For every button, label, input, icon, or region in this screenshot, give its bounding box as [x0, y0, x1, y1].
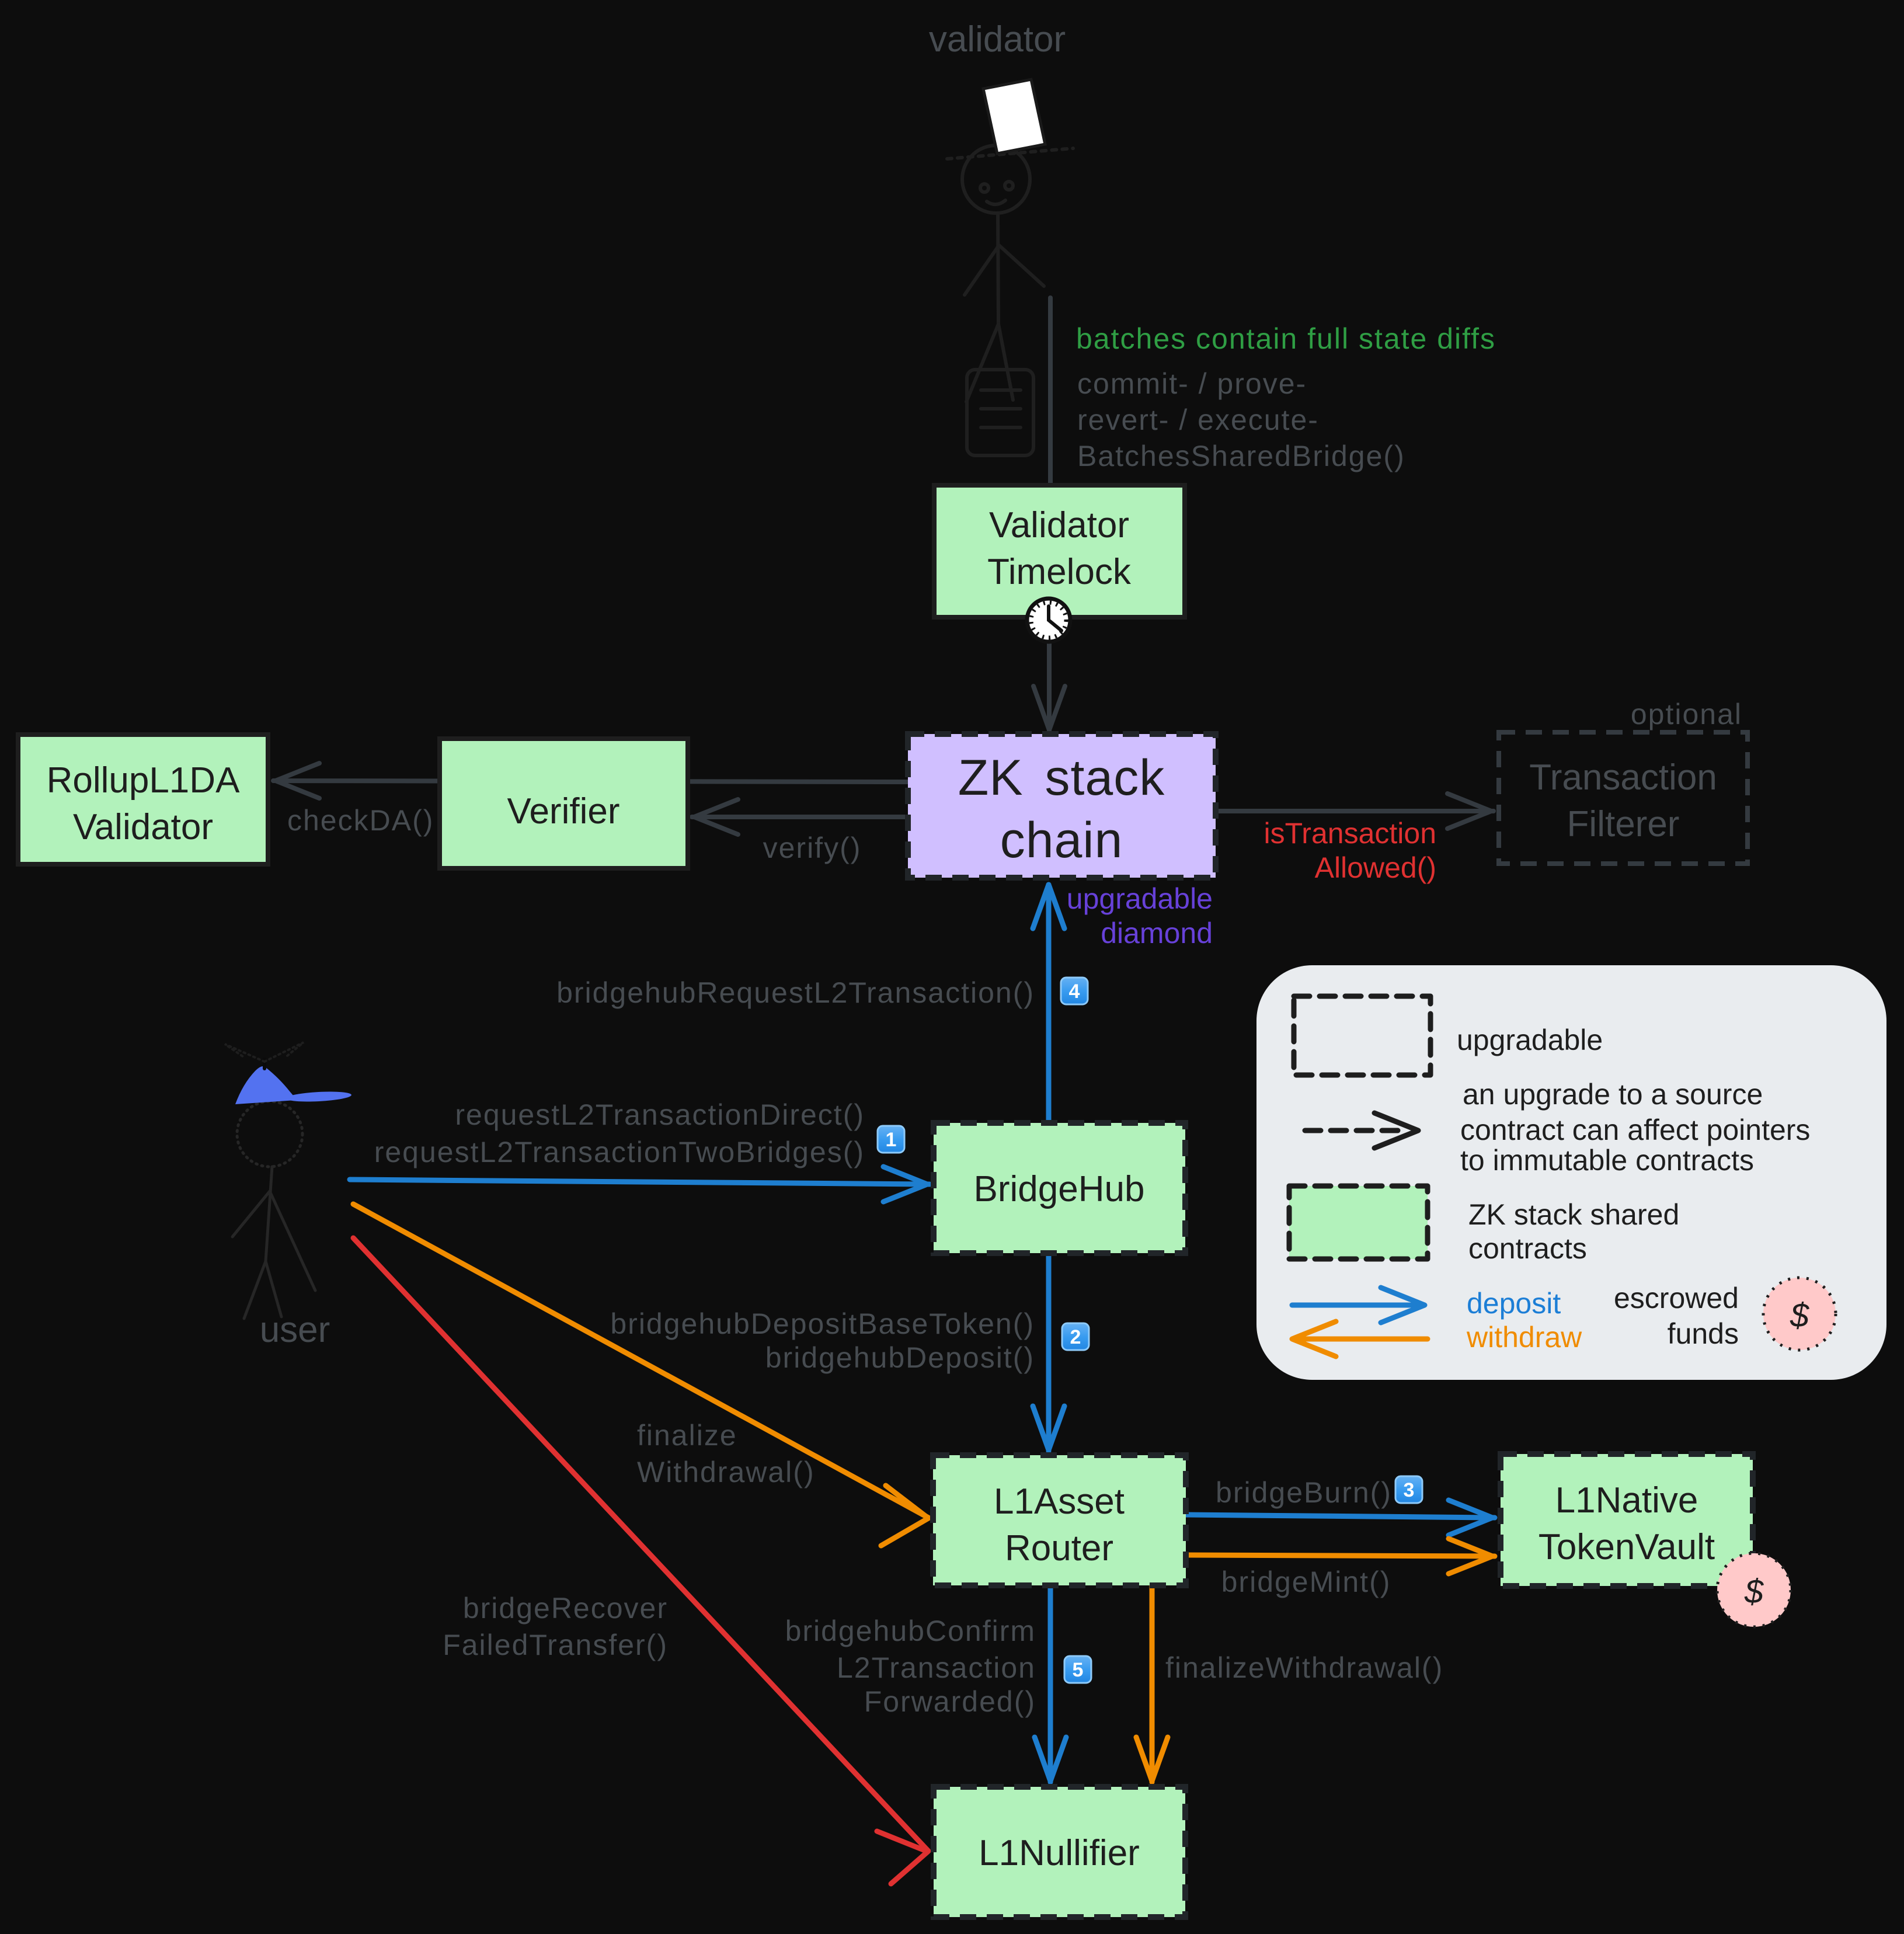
svg-text:4: 4 — [1069, 980, 1080, 1003]
svg-text:TokenVault: TokenVault — [1538, 1527, 1715, 1567]
svg-text:chain: chain — [1000, 812, 1123, 868]
svg-text:BridgeHub: BridgeHub — [974, 1169, 1145, 1209]
svg-text:validator: validator — [929, 19, 1066, 60]
svg-text:bridgeMint(): bridgeMint() — [1221, 1566, 1391, 1598]
svg-text:withdraw: withdraw — [1466, 1321, 1582, 1354]
svg-text:L1Nullifier: L1Nullifier — [979, 1833, 1140, 1873]
svg-text:FailedTransfer(): FailedTransfer() — [443, 1629, 668, 1661]
svg-text:Router: Router — [1005, 1528, 1113, 1568]
svg-text:finalizeWithdrawal(): finalizeWithdrawal() — [1165, 1651, 1443, 1684]
svg-text:escrowed: escrowed — [1614, 1282, 1739, 1314]
svg-text:contracts: contracts — [1468, 1232, 1587, 1265]
svg-text:ZK stack: ZK stack — [958, 750, 1165, 806]
svg-text:L1Native: L1Native — [1555, 1480, 1698, 1521]
svg-text:Allowed(): Allowed() — [1315, 851, 1436, 884]
svg-text:Validator: Validator — [73, 807, 213, 847]
svg-text:Withdrawal(): Withdrawal() — [637, 1456, 815, 1488]
svg-text:contract can affect pointers: contract can affect pointers — [1460, 1114, 1810, 1146]
svg-text:batches contain full state dif: batches contain full state diffs — [1076, 322, 1496, 355]
svg-text:ZK stack shared: ZK stack shared — [1468, 1198, 1679, 1231]
svg-text:commit- / prove-: commit- / prove- — [1077, 367, 1307, 400]
svg-text:to immutable contracts: to immutable contracts — [1460, 1144, 1754, 1177]
svg-text:3: 3 — [1404, 1479, 1415, 1501]
svg-text:$: $ — [1744, 1573, 1764, 1610]
svg-text:requestL2TransactionTwoBridges: requestL2TransactionTwoBridges() — [374, 1136, 865, 1168]
svg-text:Validator: Validator — [989, 505, 1129, 545]
svg-text:Verifier: Verifier — [507, 791, 620, 832]
svg-text:funds: funds — [1668, 1317, 1739, 1350]
svg-text:upgradable: upgradable — [1457, 1024, 1603, 1056]
svg-text:isTransaction: isTransaction — [1264, 817, 1436, 850]
svg-text:checkDA(): checkDA() — [287, 804, 434, 837]
svg-text:5: 5 — [1073, 1659, 1084, 1681]
svg-text:verify(): verify() — [763, 832, 862, 864]
svg-text:bridgehubDeposit(): bridgehubDeposit() — [765, 1341, 1035, 1374]
svg-text:finalize: finalize — [637, 1419, 737, 1452]
svg-text:$: $ — [1790, 1296, 1810, 1334]
svg-text:diamond: diamond — [1101, 917, 1213, 949]
svg-text:BatchesSharedBridge(): BatchesSharedBridge() — [1077, 440, 1405, 472]
svg-text:bridgehubConfirm: bridgehubConfirm — [785, 1615, 1036, 1647]
svg-text:user: user — [260, 1310, 330, 1350]
svg-text:upgradable: upgradable — [1067, 882, 1213, 915]
svg-text:RollupL1DA: RollupL1DA — [47, 760, 241, 801]
svg-text:Transaction: Transaction — [1529, 757, 1717, 798]
svg-text:Forwarded(): Forwarded() — [864, 1685, 1036, 1718]
svg-text:Filterer: Filterer — [1567, 804, 1680, 844]
svg-text:L2Transaction: L2Transaction — [837, 1651, 1036, 1684]
svg-text:bridgehubRequestL2Transaction(: bridgehubRequestL2Transaction() — [556, 976, 1035, 1009]
svg-text:L1Asset: L1Asset — [994, 1481, 1125, 1522]
svg-text:revert- / execute-: revert- / execute- — [1077, 404, 1319, 436]
svg-text:bridgehubDepositBaseToken(): bridgehubDepositBaseToken() — [610, 1307, 1035, 1340]
svg-text:Timelock: Timelock — [987, 552, 1132, 592]
svg-text:bridgeRecover: bridgeRecover — [463, 1592, 668, 1625]
svg-text:deposit: deposit — [1467, 1287, 1561, 1320]
svg-text:optional: optional — [1631, 698, 1742, 731]
svg-text:bridgeBurn(): bridgeBurn() — [1216, 1476, 1392, 1509]
svg-text:2: 2 — [1070, 1326, 1081, 1348]
svg-text:requestL2TransactionDirect(): requestL2TransactionDirect() — [455, 1098, 865, 1131]
svg-text:an upgrade to a source: an upgrade to a source — [1463, 1078, 1763, 1111]
svg-text:1: 1 — [886, 1129, 897, 1151]
